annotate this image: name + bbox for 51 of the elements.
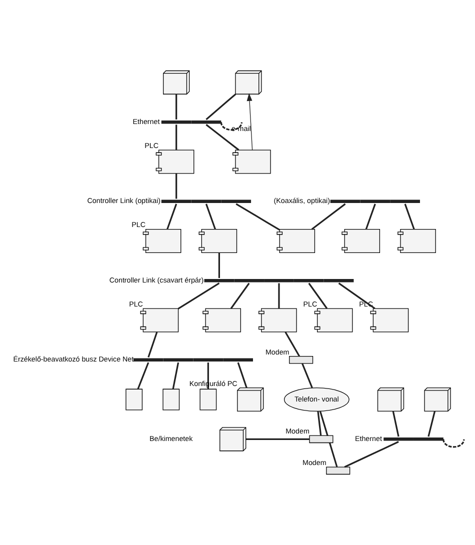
connector	[166, 204, 177, 230]
connector	[205, 124, 239, 151]
connector	[278, 283, 280, 308]
connector	[364, 204, 376, 230]
connector	[284, 332, 300, 357]
node-plc	[232, 150, 270, 174]
connector	[175, 124, 177, 150]
connector	[427, 411, 436, 437]
node-plc	[397, 228, 436, 253]
node-box	[199, 388, 216, 410]
connector	[175, 94, 177, 120]
connector	[318, 411, 338, 468]
connector	[308, 282, 328, 309]
node-box	[162, 388, 180, 410]
node-plc	[276, 228, 315, 253]
connector	[301, 363, 312, 388]
connector	[235, 203, 280, 230]
connector	[442, 439, 464, 448]
node-plc	[155, 150, 194, 174]
connector	[206, 362, 208, 390]
connector	[404, 204, 414, 230]
connector	[236, 362, 247, 388]
node-plc	[314, 308, 352, 332]
connector	[338, 282, 375, 310]
connector	[147, 332, 158, 358]
connector	[230, 282, 250, 309]
node-plc	[202, 308, 240, 332]
connector	[172, 362, 179, 390]
connector	[136, 362, 149, 390]
node-modem	[288, 356, 313, 364]
node-plc	[142, 228, 181, 253]
connector	[220, 122, 242, 131]
connector	[316, 411, 322, 436]
connector	[205, 94, 236, 120]
node-plc	[370, 308, 408, 332]
node-plc	[198, 228, 237, 253]
connector	[245, 438, 309, 440]
node-plc	[341, 228, 380, 253]
arrow	[246, 93, 252, 150]
connector	[344, 441, 398, 468]
connector	[204, 204, 216, 230]
node-plc	[140, 308, 178, 332]
node-modem	[308, 435, 333, 444]
connector	[175, 173, 177, 199]
node-modem	[326, 466, 350, 475]
connector	[218, 252, 220, 278]
connector	[392, 411, 399, 437]
connector	[177, 282, 220, 310]
node-box	[125, 388, 142, 410]
connector	[310, 203, 346, 230]
node-plc	[258, 308, 296, 332]
